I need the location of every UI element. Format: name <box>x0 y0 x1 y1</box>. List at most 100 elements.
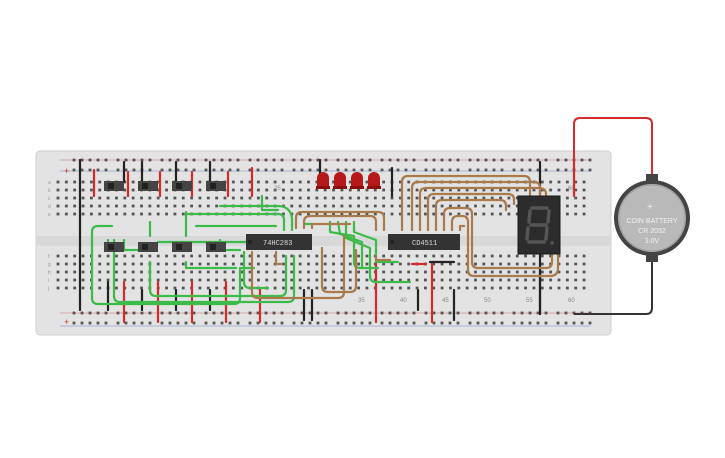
breadboard-hole[interactable] <box>524 188 527 192</box>
breadboard-hole[interactable] <box>415 204 419 208</box>
breadboard-hole[interactable] <box>56 270 60 274</box>
breadboard-hole[interactable] <box>574 196 578 200</box>
breadboard-hole[interactable] <box>88 168 92 172</box>
breadboard-hole[interactable] <box>165 270 168 274</box>
breadboard-hole[interactable] <box>323 196 327 200</box>
breadboard-hole[interactable] <box>308 158 312 162</box>
breadboard-hole[interactable] <box>482 188 486 192</box>
breadboard-hole[interactable] <box>115 278 118 282</box>
breadboard-hole[interactable] <box>73 278 77 282</box>
breadboard-hole[interactable] <box>574 180 578 184</box>
breadboard-hole[interactable] <box>582 196 586 200</box>
breadboard-hole[interactable] <box>81 286 85 290</box>
breadboard-hole[interactable] <box>468 311 472 315</box>
breadboard-hole[interactable] <box>116 321 120 325</box>
breadboard-hole[interactable] <box>132 168 136 172</box>
breadboard-hole[interactable] <box>520 158 524 162</box>
breadboard-hole[interactable] <box>348 254 352 258</box>
breadboard-hole[interactable] <box>290 270 294 274</box>
breadboard-hole[interactable] <box>507 262 511 266</box>
breadboard-hole[interactable] <box>123 278 127 282</box>
breadboard-hole[interactable] <box>456 168 460 172</box>
breadboard-hole[interactable] <box>468 168 472 172</box>
breadboard-hole[interactable] <box>492 311 496 315</box>
breadboard-hole[interactable] <box>499 188 502 192</box>
breadboard-hole[interactable] <box>507 270 511 274</box>
breadboard-hole[interactable] <box>248 262 252 266</box>
breadboard-hole[interactable] <box>424 254 427 258</box>
breadboard-hole[interactable] <box>165 204 168 208</box>
breadboard-hole[interactable] <box>228 321 232 325</box>
breadboard-hole[interactable] <box>290 262 294 266</box>
breadboard-hole[interactable] <box>580 168 584 172</box>
breadboard-hole[interactable] <box>240 180 244 184</box>
breadboard-hole[interactable] <box>248 180 252 184</box>
breadboard-hole[interactable] <box>231 262 235 266</box>
breadboard-hole[interactable] <box>332 286 335 290</box>
breadboard-hole[interactable] <box>532 278 536 282</box>
breadboard-hole[interactable] <box>228 168 232 172</box>
breadboard-hole[interactable] <box>565 286 569 290</box>
breadboard-hole[interactable] <box>499 204 502 208</box>
breadboard-hole[interactable] <box>181 254 185 258</box>
breadboard-hole[interactable] <box>300 158 304 162</box>
breadboard-hole[interactable] <box>106 212 110 216</box>
breadboard-hole[interactable] <box>390 278 394 282</box>
breadboard-hole[interactable] <box>348 188 352 192</box>
breadboard-hole[interactable] <box>332 254 335 258</box>
breadboard-hole[interactable] <box>298 204 302 208</box>
breadboard-hole[interactable] <box>440 168 444 172</box>
breadboard-hole[interactable] <box>156 262 160 266</box>
breadboard-hole[interactable] <box>424 311 428 315</box>
breadboard-hole[interactable] <box>56 212 60 216</box>
breadboard-hole[interactable] <box>474 188 477 192</box>
breadboard-hole[interactable] <box>549 286 553 290</box>
breadboard-hole[interactable] <box>80 311 84 315</box>
breadboard-hole[interactable] <box>73 286 77 290</box>
breadboard-hole[interactable] <box>340 188 344 192</box>
dip-switches-bottom[interactable] <box>104 242 226 252</box>
breadboard-hole[interactable] <box>457 254 461 258</box>
slide-switch[interactable] <box>206 181 226 191</box>
breadboard-hole[interactable] <box>98 286 102 290</box>
breadboard-hole[interactable] <box>500 321 504 325</box>
breadboard-hole[interactable] <box>106 196 110 200</box>
breadboard-hole[interactable] <box>390 204 394 208</box>
breadboard-hole[interactable] <box>190 270 193 274</box>
breadboard-hole[interactable] <box>574 270 578 274</box>
breadboard-hole[interactable] <box>273 278 277 282</box>
breadboard-hole[interactable] <box>290 278 294 282</box>
breadboard-hole[interactable] <box>474 196 477 200</box>
breadboard-hole[interactable] <box>257 188 260 192</box>
breadboard-hole[interactable] <box>415 278 419 282</box>
slide-switch[interactable] <box>138 242 158 252</box>
breadboard-hole[interactable] <box>323 278 327 282</box>
breadboard-hole[interactable] <box>148 254 152 258</box>
breadboard-hole[interactable] <box>407 204 411 208</box>
breadboard-hole[interactable] <box>316 311 320 315</box>
breadboard-hole[interactable] <box>156 188 160 192</box>
breadboard-hole[interactable] <box>298 270 302 274</box>
breadboard-hole[interactable] <box>407 212 411 216</box>
breadboard-hole[interactable] <box>156 180 160 184</box>
breadboard-hole[interactable] <box>324 168 328 172</box>
breadboard-hole[interactable] <box>181 262 185 266</box>
breadboard-hole[interactable] <box>457 188 461 192</box>
breadboard-hole[interactable] <box>228 311 232 315</box>
breadboard-hole[interactable] <box>432 321 436 325</box>
breadboard-hole[interactable] <box>449 212 452 216</box>
breadboard-hole[interactable] <box>223 196 227 200</box>
breadboard-hole[interactable] <box>273 196 277 200</box>
breadboard-hole[interactable] <box>368 321 372 325</box>
breadboard-hole[interactable] <box>382 262 386 266</box>
breadboard-hole[interactable] <box>131 270 135 274</box>
breadboard-hole[interactable] <box>373 188 377 192</box>
breadboard-hole[interactable] <box>272 311 276 315</box>
breadboard-hole[interactable] <box>282 262 285 266</box>
breadboard-hole[interactable] <box>204 158 208 162</box>
breadboard-hole[interactable] <box>456 158 460 162</box>
breadboard-hole[interactable] <box>240 286 244 290</box>
breadboard-hole[interactable] <box>300 321 304 325</box>
breadboard-hole[interactable] <box>344 311 348 315</box>
